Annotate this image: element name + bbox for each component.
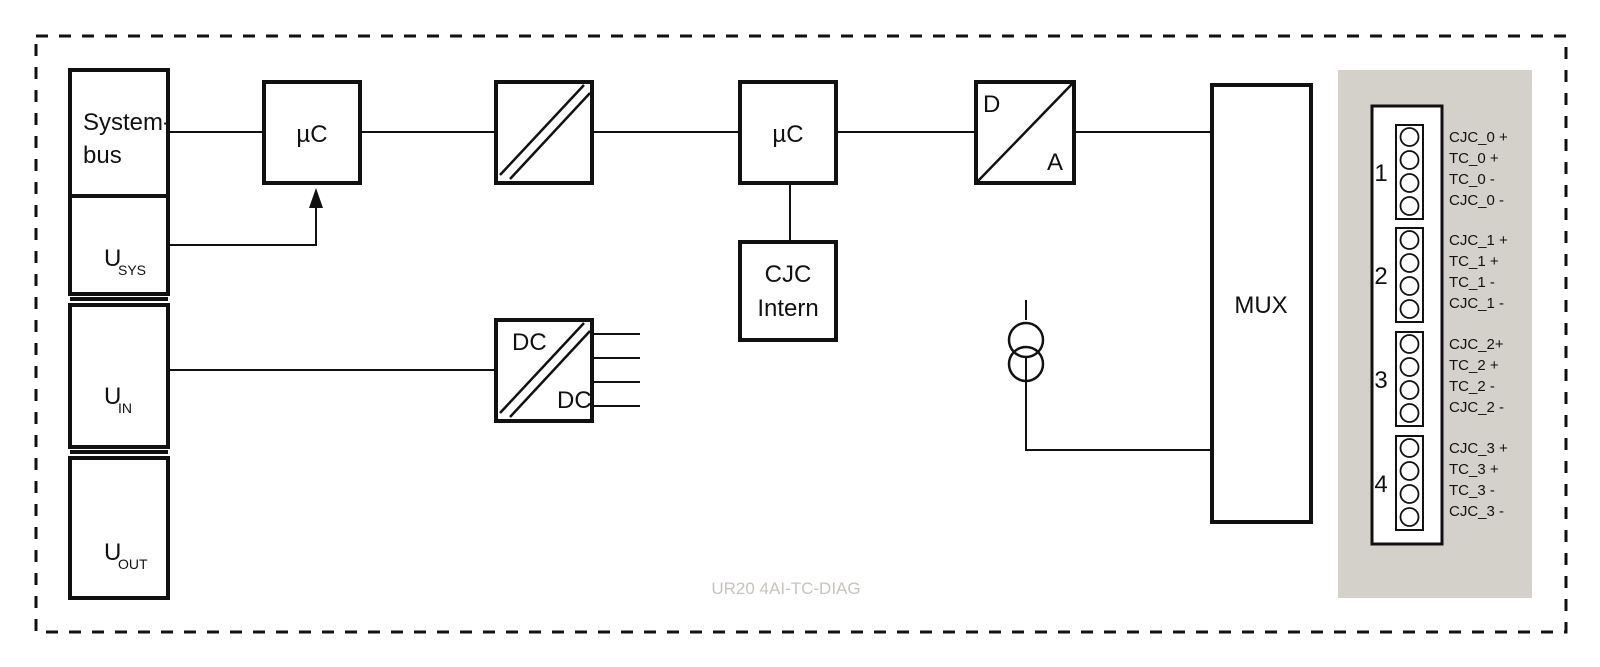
- terminal-point-icon: [1399, 299, 1420, 319]
- microcontroller-2-label: µC: [772, 121, 803, 148]
- terminal-label: TC_2 +: [1449, 357, 1499, 374]
- terminal-label: CJC_0 -: [1449, 192, 1504, 209]
- cjc-intern-block: [738, 240, 838, 342]
- terminal-label: TC_3 +: [1449, 461, 1499, 478]
- mux-block: [1210, 83, 1313, 524]
- connector-2: 2 CJC_1 + TC_1 + TC_1 - CJC_1 -: [1374, 227, 1508, 323]
- terminal-point-icon: [1399, 484, 1420, 504]
- uout-block: [68, 456, 170, 600]
- terminal-point-icon: [1399, 380, 1420, 400]
- microcontroller-1-label: µC: [296, 121, 327, 148]
- current-source-icon: [1007, 321, 1045, 383]
- systembus-label-line2: bus: [83, 142, 122, 169]
- terminal-label: CJC_0 +: [1449, 129, 1508, 146]
- da-converter: D A: [974, 80, 1076, 185]
- bus-column: System- bus U SYS U IN U OUT: [68, 68, 171, 600]
- terminal-label: CJC_2 -: [1449, 399, 1504, 416]
- connector-number: 3: [1374, 367, 1387, 394]
- uout-label: U: [104, 539, 121, 566]
- terminal-point-icon: [1399, 173, 1420, 193]
- terminal-point-icon: [1399, 507, 1420, 527]
- uin-label: U: [104, 383, 121, 410]
- terminal-point-icon: [1399, 357, 1420, 377]
- module-outline: [34, 34, 1568, 634]
- terminal-point-icon: [1399, 196, 1420, 216]
- terminal-label: TC_1 +: [1449, 253, 1499, 270]
- connector-4: 4 CJC_3 + TC_3 + TC_3 - CJC_3 -: [1374, 435, 1508, 531]
- connector-number: 4: [1374, 471, 1387, 498]
- terminal-point-icon: [1399, 127, 1420, 147]
- cjc-intern-label-line2: Intern: [757, 295, 818, 322]
- terminal-point-icon: [1399, 438, 1420, 458]
- terminal-label: TC_3 -: [1449, 482, 1495, 499]
- connector-3: 3 CJC_2+ TC_2 + TC_2 - CJC_2 -: [1374, 331, 1504, 427]
- mux-label: MUX: [1234, 292, 1287, 319]
- terminal-point-icon: [1399, 253, 1420, 273]
- systembus-block: [68, 68, 170, 198]
- uin-block: [68, 303, 170, 449]
- arrowhead-icon: [309, 188, 323, 208]
- connector-number: 2: [1374, 263, 1387, 290]
- dcdc-converter: DC DC: [494, 318, 594, 423]
- terminal-point-icon: [1399, 150, 1420, 170]
- uin-subscript: IN: [118, 400, 132, 416]
- connector-1: 1 CJC_0 + TC_0 + TC_0 - CJC_0 -: [1374, 124, 1508, 220]
- uout-subscript: OUT: [118, 556, 148, 572]
- terminal-label: TC_1 -: [1449, 274, 1495, 291]
- da-converter-label-d: D: [983, 91, 1000, 118]
- da-converter-label-a: A: [1047, 149, 1063, 176]
- terminal-point-icon: [1399, 230, 1420, 250]
- terminal-label: TC_2 -: [1449, 378, 1495, 395]
- terminal-point-icon: [1399, 461, 1420, 481]
- connector-group: 1 CJC_0 + TC_0 + TC_0 - CJC_0 - 2 CJC_1 + TC_1 …: [1374, 124, 1508, 531]
- terminal-point-icon: [1399, 276, 1420, 296]
- signal-wires: [168, 131, 1212, 451]
- microcontroller-1: [262, 80, 362, 185]
- terminal-label: CJC_2+: [1449, 336, 1504, 353]
- terminal-point-icon: [1399, 403, 1420, 423]
- terminal-point-icon: [1399, 334, 1420, 354]
- terminal-label: CJC_3 +: [1449, 440, 1508, 457]
- isolator-block: [494, 80, 594, 185]
- terminal-label: TC_0 +: [1449, 150, 1499, 167]
- usys-subscript: SYS: [118, 262, 146, 278]
- dcdc-converter-label-bottom: DC: [557, 387, 592, 414]
- terminal-label: CJC_3 -: [1449, 503, 1504, 520]
- systembus-label-line1: System-: [83, 109, 171, 136]
- terminal-label: CJC_1 +: [1449, 232, 1508, 249]
- cjc-intern-label-line1: CJC: [765, 261, 812, 288]
- dcdc-converter-label-top: DC: [512, 329, 547, 356]
- connector-number: 1: [1374, 160, 1387, 187]
- terminal-label: TC_0 -: [1449, 171, 1495, 188]
- microcontroller-2: [738, 80, 838, 185]
- terminal-label: CJC_1 -: [1449, 295, 1504, 312]
- usys-label: U: [104, 245, 121, 272]
- module-name: UR20 4AI-TC-DIAG: [711, 579, 860, 598]
